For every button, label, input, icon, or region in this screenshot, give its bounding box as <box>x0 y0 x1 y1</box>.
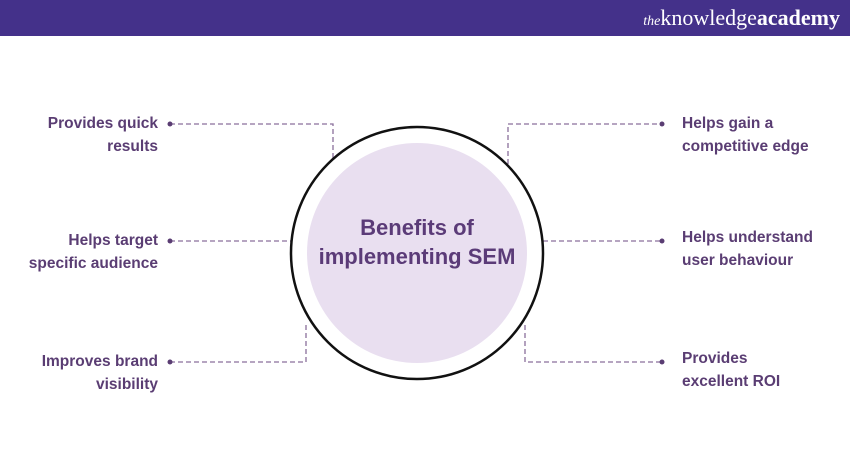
logo-name-bold: academy <box>756 5 840 30</box>
benefit-quick-results: Provides quick results <box>47 115 158 155</box>
dot <box>167 238 173 244</box>
logo-prefix: the <box>643 14 661 29</box>
connector-left-1 <box>170 123 334 163</box>
brand-logo: theknowledgeacademy <box>643 5 840 31</box>
connector-right-3 <box>524 325 662 363</box>
dot <box>659 359 665 365</box>
logo-name: knowledge <box>660 5 757 30</box>
benefit-user-behaviour: Helps understand user behaviour <box>682 229 813 269</box>
center-title: Benefits of implementing SEM <box>318 215 516 269</box>
dot <box>167 359 173 365</box>
connector-right-1 <box>507 123 662 172</box>
connector-left-3 <box>170 322 307 363</box>
dot <box>167 121 173 127</box>
inner-circle <box>307 143 527 363</box>
benefit-target-audience: Helps target specific audience <box>28 232 158 272</box>
header-bar: theknowledgeacademy <box>0 0 850 36</box>
dot <box>659 238 665 244</box>
benefit-competitive-edge: Helps gain a competitive edge <box>682 115 809 155</box>
benefit-excellent-roi: Provides excellent ROI <box>682 350 781 390</box>
dot <box>659 121 665 127</box>
benefit-brand-visibility: Improves brand visibility <box>41 353 158 393</box>
